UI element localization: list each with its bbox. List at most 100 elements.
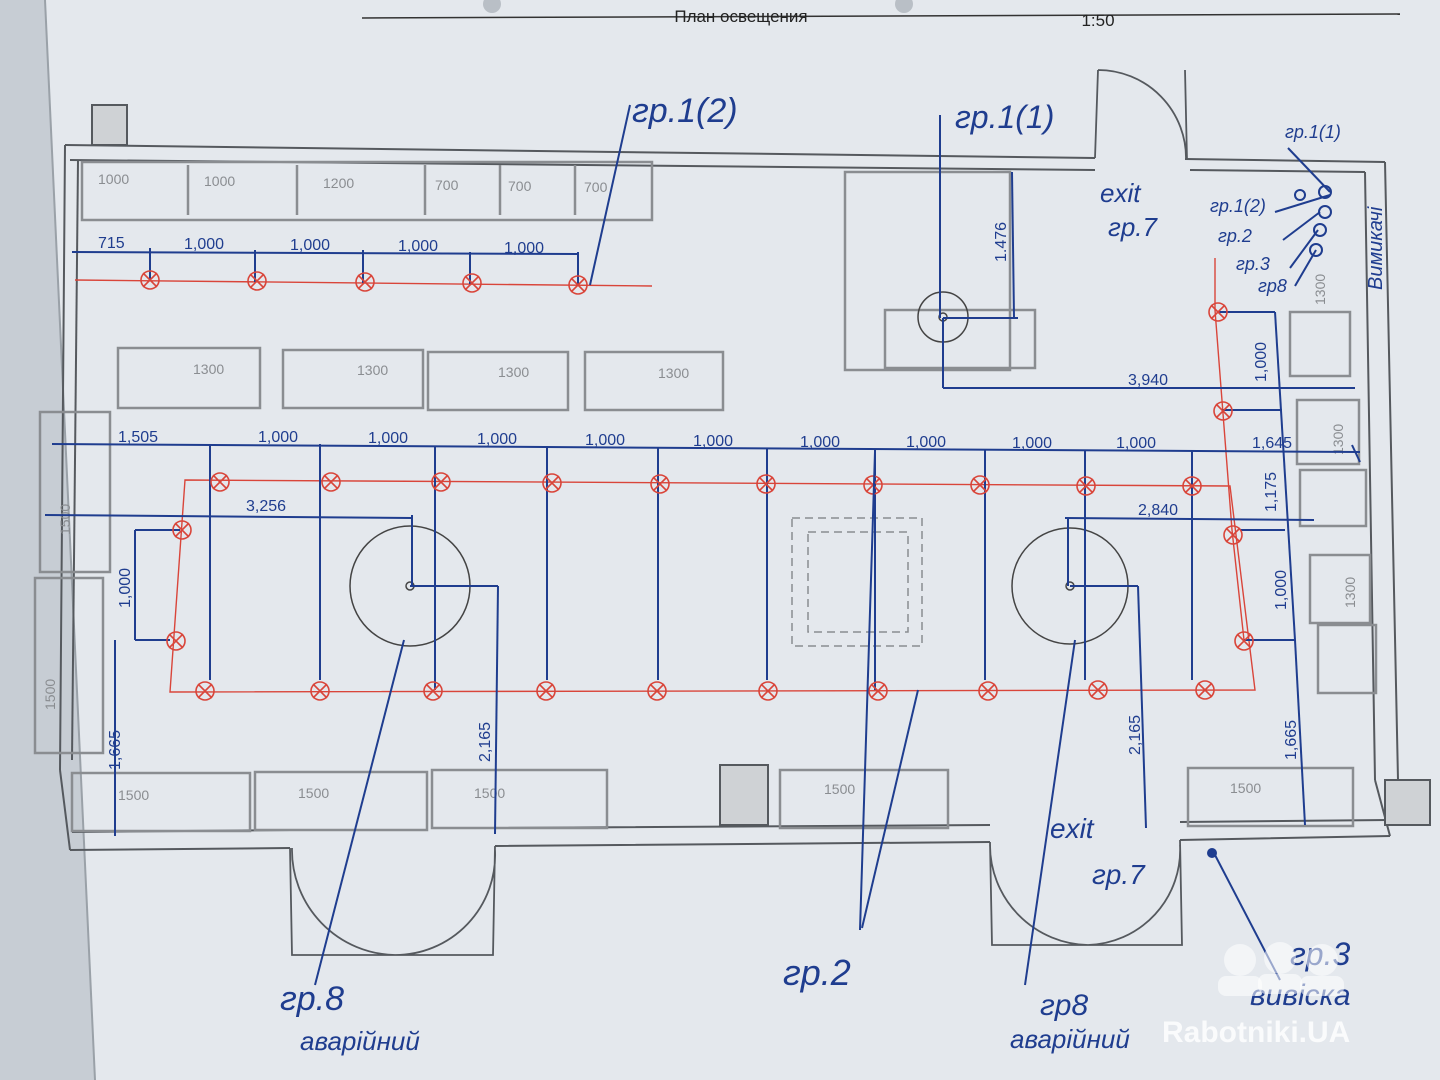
dimension-label: 1,000 <box>477 431 517 448</box>
dimension-label: 1,000 <box>1273 570 1290 610</box>
ceiling-light-icon <box>536 681 556 701</box>
ceiling-light-icon <box>140 270 160 290</box>
dimension-label: 1,000 <box>693 433 733 450</box>
workers-logo-icon <box>1218 942 1344 996</box>
furniture-label: 1500 <box>824 781 855 797</box>
furniture-label: 1500 <box>118 787 149 803</box>
dimension-label: 1,000 <box>1253 342 1270 382</box>
paper-sheet <box>45 0 1440 1080</box>
note-group-1-2: гр.1(2) <box>632 92 738 130</box>
note-group-7: гр.7 <box>1108 212 1159 242</box>
dimension-label: 1,505 <box>118 429 158 446</box>
ceiling-light-icon <box>1223 525 1243 545</box>
ceiling-light-icon <box>1076 476 1096 496</box>
dimension-label: 1,000 <box>1012 435 1052 452</box>
dimension-label: 1,000 <box>184 236 224 253</box>
dimension-label: 1,665 <box>1283 720 1300 760</box>
ceiling-light-icon <box>431 472 451 492</box>
ceiling-light-icon <box>321 472 341 492</box>
dimension-label: 3,256 <box>246 498 286 515</box>
ceiling-light-icon <box>868 681 888 701</box>
dimension-label: 1,000 <box>585 432 625 449</box>
dimension-label: 1,665 <box>107 730 124 770</box>
furniture-label: 1300 <box>498 364 529 380</box>
dimension-label: 1.476 <box>993 222 1010 262</box>
furniture-label: 1300 <box>1330 424 1346 455</box>
switch-panel <box>1207 185 1332 858</box>
ceiling-light-icon <box>650 474 670 494</box>
furniture-label: 1000 <box>204 173 235 189</box>
furniture <box>33 160 1378 833</box>
doors <box>289 69 1188 956</box>
ceiling-light-icon <box>1213 401 1233 421</box>
dimension-label: 2,165 <box>477 722 494 762</box>
dimension-label: 1,000 <box>368 430 408 447</box>
note-switch-3: гр.3 <box>1236 254 1270 274</box>
ceiling-light-icon <box>195 681 215 701</box>
ceiling-light-icon <box>756 474 776 494</box>
ceiling-light-icon <box>1208 302 1228 322</box>
note-group-2: гр.2 <box>783 952 851 993</box>
ceiling-light-icon <box>172 520 192 540</box>
furniture-label: 1500 <box>57 504 73 535</box>
note-emergency-right: аварійний <box>1010 1024 1130 1054</box>
ceiling-light-icon <box>462 273 482 293</box>
note-group-8-left: гр.8 <box>280 980 344 1018</box>
dimension-label: 1,000 <box>117 568 134 608</box>
ceiling-light-icon <box>310 681 330 701</box>
ceiling-light-icon <box>1234 631 1254 651</box>
dimension-labels: 715 1,000 1,000 1,000 1,000 1.476 3,940 … <box>98 222 1300 770</box>
furniture-label: 1000 <box>98 171 129 187</box>
note-switch-8: гр8 <box>1258 276 1287 296</box>
furniture-label: 1500 <box>42 679 58 710</box>
furniture-label: 1500 <box>474 785 505 801</box>
plan-scale: 1:50 <box>1081 11 1114 30</box>
ceiling-light-icon <box>978 681 998 701</box>
dimension-label: 3,940 <box>1128 372 1168 389</box>
plan-title: План освещения <box>674 7 807 26</box>
furniture-label: 1300 <box>357 362 388 378</box>
ceiling-light-icon <box>1182 476 1202 496</box>
ceiling-light-icon <box>970 475 990 495</box>
dimension-label: 2,840 <box>1138 502 1178 519</box>
furniture-label: 1500 <box>1230 780 1261 796</box>
dimension-label: 1,645 <box>1252 435 1292 452</box>
ceiling-light-icon <box>247 271 267 291</box>
dimension-label: 715 <box>98 235 125 252</box>
dimension-label: 1,000 <box>504 240 544 257</box>
note-exit: exit <box>1100 178 1142 208</box>
dimension-label: 1,000 <box>258 429 298 446</box>
dimension-label: 1,000 <box>906 434 946 451</box>
ceiling-light-icon <box>423 681 443 701</box>
note-group-7-bottom: гр.7 <box>1092 859 1146 890</box>
ceiling-light-icon <box>1088 680 1108 700</box>
ceiling-light-icon <box>758 681 778 701</box>
note-group-8-right: гр8 <box>1040 989 1088 1022</box>
ceiling-light-icon <box>166 631 186 651</box>
note-switch-1-1: гр.1(1) <box>1285 122 1341 142</box>
dimension-lines <box>44 171 1361 836</box>
dimension-label: 1,000 <box>398 238 438 255</box>
note-group-1-1: гр.1(1) <box>955 99 1054 135</box>
furniture-label: 1300 <box>193 361 224 377</box>
furniture-label: 1300 <box>1312 274 1328 305</box>
ceiling-light-icon <box>647 681 667 701</box>
note-exit-bottom: exit <box>1050 813 1095 844</box>
dimension-label: 1,175 <box>1263 472 1280 512</box>
ceiling-lights <box>140 270 1254 701</box>
furniture-label: 700 <box>435 177 459 193</box>
note-switch-1-2: гр.1(2) <box>1210 196 1266 216</box>
furniture-label: 1300 <box>1342 577 1358 608</box>
furniture-label: 700 <box>508 178 532 194</box>
note-emergency-left: аварійний <box>300 1026 420 1056</box>
watermark: Rabotniki.UA <box>1162 942 1350 1049</box>
dimension-label: 1,000 <box>800 434 840 451</box>
note-switches: Вимикачі <box>1365 206 1387 290</box>
furniture-labels: 1000 1000 1200 700 700 700 1300 1300 130… <box>42 171 1358 803</box>
dimension-label: 1,000 <box>290 237 330 254</box>
handwritten-notes: гр.1(2) гр.1(1) exit гр.7 гр.1(1) гр.1(2… <box>280 92 1387 1056</box>
furniture-label: 1300 <box>658 365 689 381</box>
furniture-label: 1200 <box>323 175 354 191</box>
ceiling-light-icon <box>210 472 230 492</box>
